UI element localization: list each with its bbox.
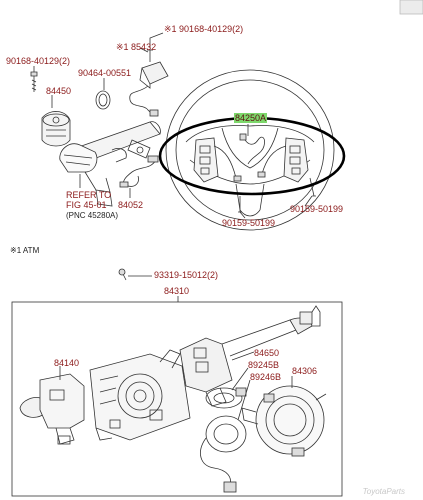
label-84310: 84310 <box>164 286 190 296</box>
clamp-90464 <box>95 90 111 110</box>
steering-column <box>59 121 161 207</box>
label-89245B: 89245B <box>248 360 280 370</box>
label-93319-15012: 93319-15012(2) <box>154 270 219 280</box>
label-84450: 84450 <box>46 86 72 96</box>
switch-body <box>89 349 191 441</box>
screw-left <box>30 71 38 92</box>
label-refer-line1: REFER TO <box>66 190 112 200</box>
cable-84052 <box>119 155 159 188</box>
unit-85432 <box>129 49 169 117</box>
label-84306: 84306 <box>292 366 318 376</box>
assembly-box-84310 <box>11 301 343 497</box>
watermark: ToyotaParts <box>362 487 405 496</box>
ignition-switch-84450 <box>41 111 71 147</box>
label-84052: 84052 <box>118 200 144 210</box>
label-refer-line2: FIG 45-01 <box>66 200 107 210</box>
screw-93319 <box>118 268 127 281</box>
label-84650: 84650 <box>254 348 280 358</box>
atm-note: ※1 ATM <box>10 246 40 255</box>
label-84250A: 84250A <box>234 113 268 123</box>
label-89246B: 89246B <box>250 372 282 382</box>
wire-84250A <box>239 133 265 165</box>
label-84140: 84140 <box>54 358 80 368</box>
stalk-84140 <box>19 373 85 445</box>
label-85432: ※1 85432 <box>116 42 157 52</box>
lever-84650 <box>179 305 321 407</box>
steering-switch-left <box>193 137 242 183</box>
label-90168-40129-top: ※1 90168-40129(2) <box>164 24 244 34</box>
label-90464-00551: 90464-00551 <box>78 68 132 78</box>
label-refer-line3: (PNC 45280A) <box>66 211 119 220</box>
highlight-ellipse <box>158 116 346 196</box>
label-90159-50199-mid: 90159-50199 <box>222 218 276 228</box>
steering-switch-right <box>257 137 309 183</box>
sensor-89245B <box>205 387 247 409</box>
spiral-cable-84306 <box>241 385 327 457</box>
screw-90159-right <box>309 177 316 197</box>
sensor-89246B <box>200 415 247 493</box>
label-90159-50199-right: 90159-50199 <box>290 204 344 214</box>
label-90168-40129-left: 90168-40129(2) <box>6 56 71 66</box>
scrollbar-thumb <box>399 0 423 15</box>
